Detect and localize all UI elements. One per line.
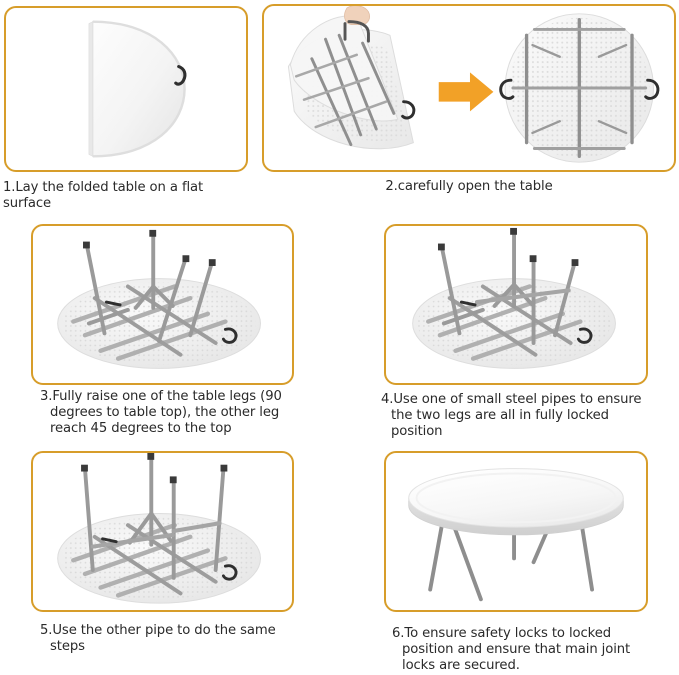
one-pipe-locked-graphic	[412, 227, 616, 369]
step-4-illustration-panel	[384, 224, 648, 385]
step-6-caption: 6.To ensure safety locks to locked posit…	[392, 626, 631, 674]
step-3-illustration-panel	[31, 224, 294, 385]
right-arrow-icon	[438, 72, 494, 112]
table-being-opened	[287, 6, 416, 150]
both-pipes-locked-graphic	[57, 453, 261, 604]
hand-graphic	[344, 6, 370, 25]
step-6-illustration-panel	[384, 451, 648, 612]
folded-table-half-circle-graphic	[88, 20, 187, 158]
step-1-illustration-panel	[4, 6, 248, 172]
step-2-illustration-panel	[262, 4, 676, 172]
step-3-caption: 3.Fully raise one of the table legs (90 …	[40, 389, 282, 437]
step-4-caption: 4.Use one of small steel pipes to ensure…	[381, 392, 642, 440]
step-2-caption: 2.carefully open the table	[385, 179, 553, 194]
opened-table-underside	[499, 13, 660, 163]
step-5-illustration-panel	[31, 451, 294, 612]
opening-table-graphic	[287, 6, 660, 163]
legs-partially-raised-graphic	[57, 229, 261, 369]
finished-round-table-graphic	[408, 468, 624, 602]
step-5-caption: 5.Use the other pipe to do the same step…	[40, 623, 276, 655]
step-1-caption: 1.Lay the folded table on a flat surface	[3, 180, 204, 212]
